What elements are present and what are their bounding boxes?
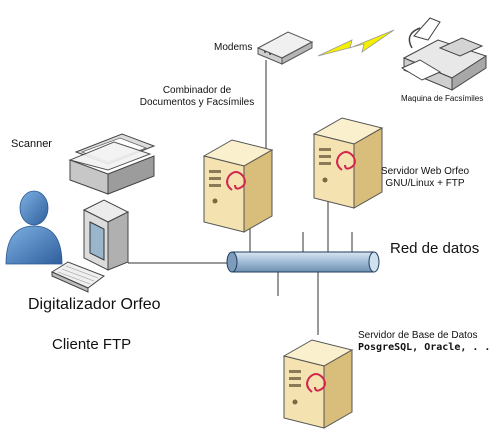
- network-bus: [226, 251, 380, 273]
- connection-lines: [128, 60, 353, 335]
- network-label: Red de datos: [390, 240, 480, 257]
- ftp-client-label: Cliente FTP: [52, 336, 132, 353]
- debian-logo-icon: [226, 171, 246, 191]
- fax-machine-label: Maquina de Facsímiles: [401, 94, 484, 103]
- combiner-label-line1: Combinador de: [162, 85, 232, 96]
- debian-logo-icon: [336, 151, 356, 171]
- db-server-label-line1: Servidor de Base de Datos: [358, 330, 478, 341]
- db-server-label-line2: PosgreSQL, Oracle, . . .: [358, 341, 494, 353]
- combiner-label: Combinador de Documentos y Facsímiles: [132, 85, 262, 108]
- web-server-label-line1: Servidor Web Orfeo: [380, 166, 470, 177]
- fax-machine: [400, 17, 488, 91]
- scanner-label: Scanner: [11, 138, 52, 150]
- digitizer-label: Digitalizador Orfeo: [28, 296, 161, 313]
- db-server-label: Servidor de Base de Datos PosgreSQL, Ora…: [358, 330, 494, 353]
- combiner-server: [202, 139, 274, 233]
- modem-device: [256, 31, 314, 65]
- scanner-device: [68, 133, 156, 195]
- modems-label: Modems: [214, 42, 253, 53]
- wireless-lightning-icon: [317, 29, 395, 57]
- combiner-label-line2: Documentos y Facsímiles: [139, 96, 255, 108]
- web-server-label: Servidor Web Orfeo GNU/Linux + FTP: [370, 166, 480, 189]
- debian-logo-icon: [306, 373, 326, 393]
- pc-workstation: [50, 199, 130, 293]
- web-server-label-line2: GNU/Linux + FTP: [385, 177, 465, 189]
- person-user: [5, 190, 63, 265]
- database-server: [282, 339, 354, 429]
- web-server: [312, 117, 384, 209]
